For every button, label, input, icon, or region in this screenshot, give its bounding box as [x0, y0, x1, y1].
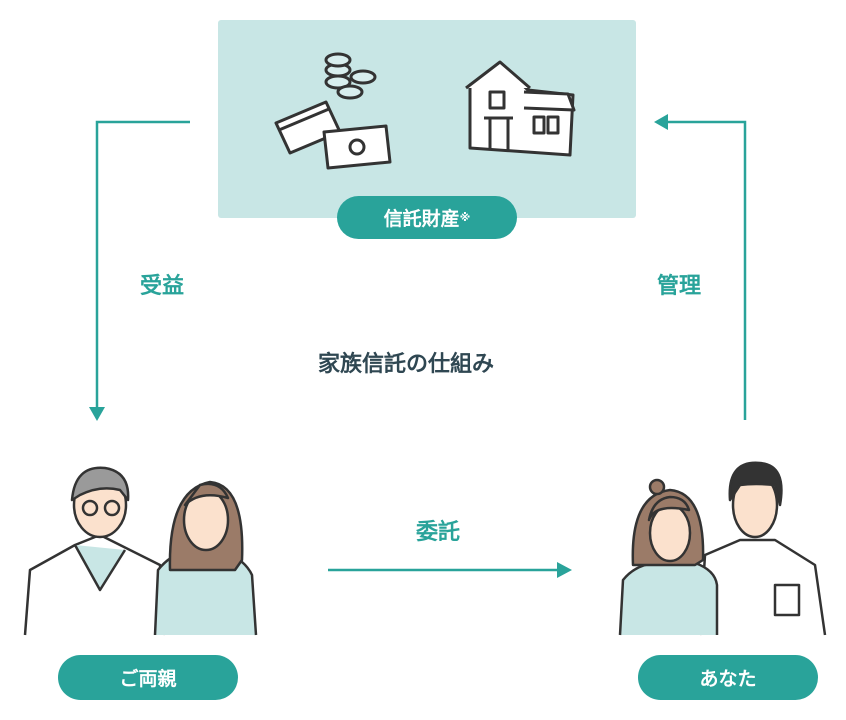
management-label: 管理 [657, 274, 702, 299]
arrowhead-right-icon [557, 562, 572, 578]
benefit-arrow [95, 120, 190, 410]
trust-property-box [218, 20, 636, 218]
management-arrow [665, 120, 747, 420]
note-mark: ※ [459, 211, 471, 224]
money-icon [274, 52, 392, 170]
trust-property-badge: 信託財産※ [337, 196, 517, 239]
entrust-label: 委託 [416, 520, 461, 545]
arrowhead-down-icon [89, 407, 105, 421]
parents-badge: ご両親 [58, 655, 238, 700]
you-illustration [618, 461, 827, 636]
arrowhead-left-icon [654, 114, 668, 130]
parents-illustration [23, 466, 258, 636]
diagram-title: 家族信託の仕組み [318, 352, 495, 377]
assets-illustration [274, 52, 576, 170]
benefit-label: 受益 [140, 274, 185, 299]
trust-property-label: 信託財産 [383, 208, 460, 230]
you-badge: あなた [638, 655, 818, 700]
house-icon [465, 60, 576, 157]
